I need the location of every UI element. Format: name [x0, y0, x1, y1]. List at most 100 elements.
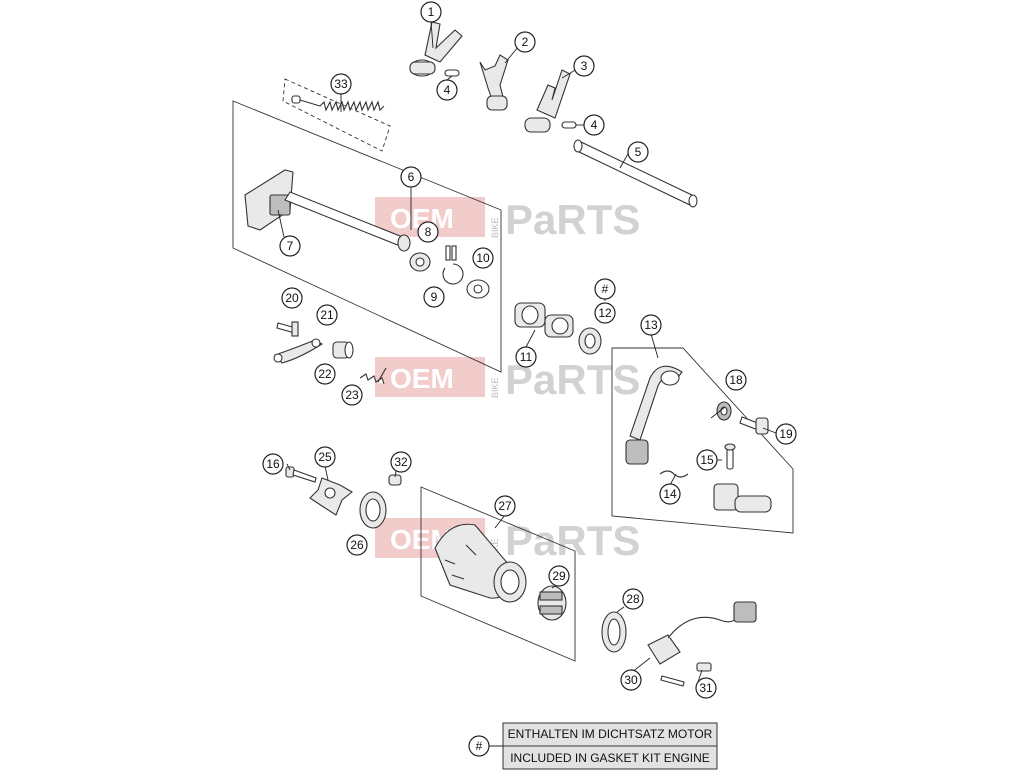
callout-9: 9 [423, 286, 445, 308]
gear-sensor-30 [647, 601, 757, 665]
shaft-seal-12 [578, 327, 602, 355]
callout-20: 20 [281, 287, 303, 309]
shift-drum-27 [434, 523, 527, 603]
callout-3: 3 [573, 55, 595, 77]
svg-text:22: 22 [318, 367, 332, 381]
seal-ring-28 [601, 611, 627, 653]
svg-text:10: 10 [476, 251, 490, 265]
lever-21 [273, 338, 324, 364]
svg-text:9: 9 [431, 290, 438, 304]
callout-hash: # [594, 278, 616, 300]
svg-text:32: 32 [394, 455, 408, 469]
callout-27: 27 [494, 495, 516, 517]
svg-text:7: 7 [287, 239, 294, 253]
bushing-8 [409, 252, 431, 272]
svg-text:8: 8 [425, 225, 432, 239]
watermark-parts-text: PaRTS [505, 517, 640, 564]
screw-20 [276, 321, 299, 337]
seal-ring-26 [359, 491, 387, 529]
callout-10: 10 [472, 247, 494, 269]
shift-lever-13 [625, 365, 683, 465]
svg-text:20: 20 [285, 291, 299, 305]
svg-text:4: 4 [591, 118, 598, 132]
callout-28: 28 [622, 588, 644, 610]
shift-fork-2 [479, 54, 509, 111]
svg-text:31: 31 [699, 681, 713, 695]
shift-star-25 [309, 477, 353, 516]
svg-text:#: # [476, 739, 483, 753]
svg-text:11: 11 [520, 350, 533, 364]
callout-16: 16 [262, 453, 284, 475]
callout-23: 23 [341, 384, 363, 406]
callout-31: 31 [695, 677, 717, 699]
watermark-bike-text: BIKE [490, 377, 500, 398]
fork-pin [444, 69, 460, 77]
svg-text:3: 3 [581, 59, 588, 73]
shift-lever-group-frame-13 [611, 347, 794, 534]
watermark-top: OEM BIKE PaRTS [375, 196, 640, 243]
svg-text:1: 1 [428, 5, 435, 19]
callout-1: 1 [420, 1, 442, 23]
svg-text:29: 29 [552, 569, 566, 583]
svg-text:16: 16 [266, 457, 280, 471]
roller-22 [332, 341, 354, 359]
callout-5: 5 [627, 141, 649, 163]
svg-text:28: 28 [626, 592, 640, 606]
callout-29: 29 [548, 565, 570, 587]
callout-13: 13 [640, 314, 662, 336]
spring-14 [659, 470, 689, 478]
legend: # ENTHALTEN IM DICHTSATZ MOTOR INCLUDED … [468, 722, 718, 770]
bearing-29 [537, 585, 567, 621]
callout-12: 12 [594, 302, 616, 324]
callout-14: 14 [659, 483, 681, 505]
svg-text:18: 18 [729, 373, 743, 387]
svg-text:25: 25 [318, 450, 332, 464]
screw-31 [660, 662, 712, 687]
callout-22: 22 [314, 363, 336, 385]
spring-33 [291, 95, 385, 112]
svg-text:23: 23 [345, 388, 359, 402]
legend-line-german: ENTHALTEN IM DICHTSATZ MOTOR [508, 727, 713, 741]
shift-fork-3 [524, 69, 571, 133]
screw-16 [285, 466, 317, 483]
legend-line-english: INCLUDED IN GASKET KIT ENGINE [510, 751, 710, 765]
watermark-oem-text: OEM [390, 363, 454, 394]
callout-6: 6 [400, 166, 422, 188]
fork-pin [561, 121, 577, 129]
needle-bearing-11 [514, 302, 574, 338]
footpeg-pivot [713, 483, 772, 513]
svg-text:33: 33 [334, 77, 348, 91]
svg-text:19: 19 [779, 427, 793, 441]
watermark-parts-text: PaRTS [505, 196, 640, 243]
callout-32: 32 [390, 451, 412, 473]
callout-8: 8 [417, 221, 439, 243]
svg-text:#: # [602, 282, 609, 296]
watermark-bike-text: BIKE [490, 217, 500, 238]
screw-19 [739, 416, 769, 435]
callout-18: 18 [725, 369, 747, 391]
callout-4: 4 [583, 114, 605, 136]
svg-text:14: 14 [663, 487, 677, 501]
shift-fork-1 [409, 21, 463, 77]
svg-text:21: 21 [320, 308, 334, 322]
callout-11: 11 [515, 346, 537, 368]
svg-text:12: 12 [598, 306, 612, 320]
callout-25: 25 [314, 446, 336, 468]
washer-10 [466, 279, 490, 299]
svg-text:6: 6 [408, 170, 415, 184]
retaining-ring-9 [442, 245, 464, 285]
svg-text:4: 4 [444, 83, 451, 97]
washer-18 [716, 401, 732, 421]
callout-7: 7 [279, 235, 301, 257]
svg-text:30: 30 [624, 673, 638, 687]
callout-33: 33 [330, 73, 352, 95]
svg-text:5: 5 [635, 145, 642, 159]
leader-lines [277, 20, 777, 747]
pin-15 [724, 443, 736, 470]
callout-2: 2 [514, 31, 536, 53]
spring-23 [359, 367, 387, 385]
fork-rail-5 [573, 139, 698, 208]
spring-group-frame-33 [282, 78, 391, 152]
watermark-bottom: OEM BIKE PaRTS [375, 517, 640, 564]
